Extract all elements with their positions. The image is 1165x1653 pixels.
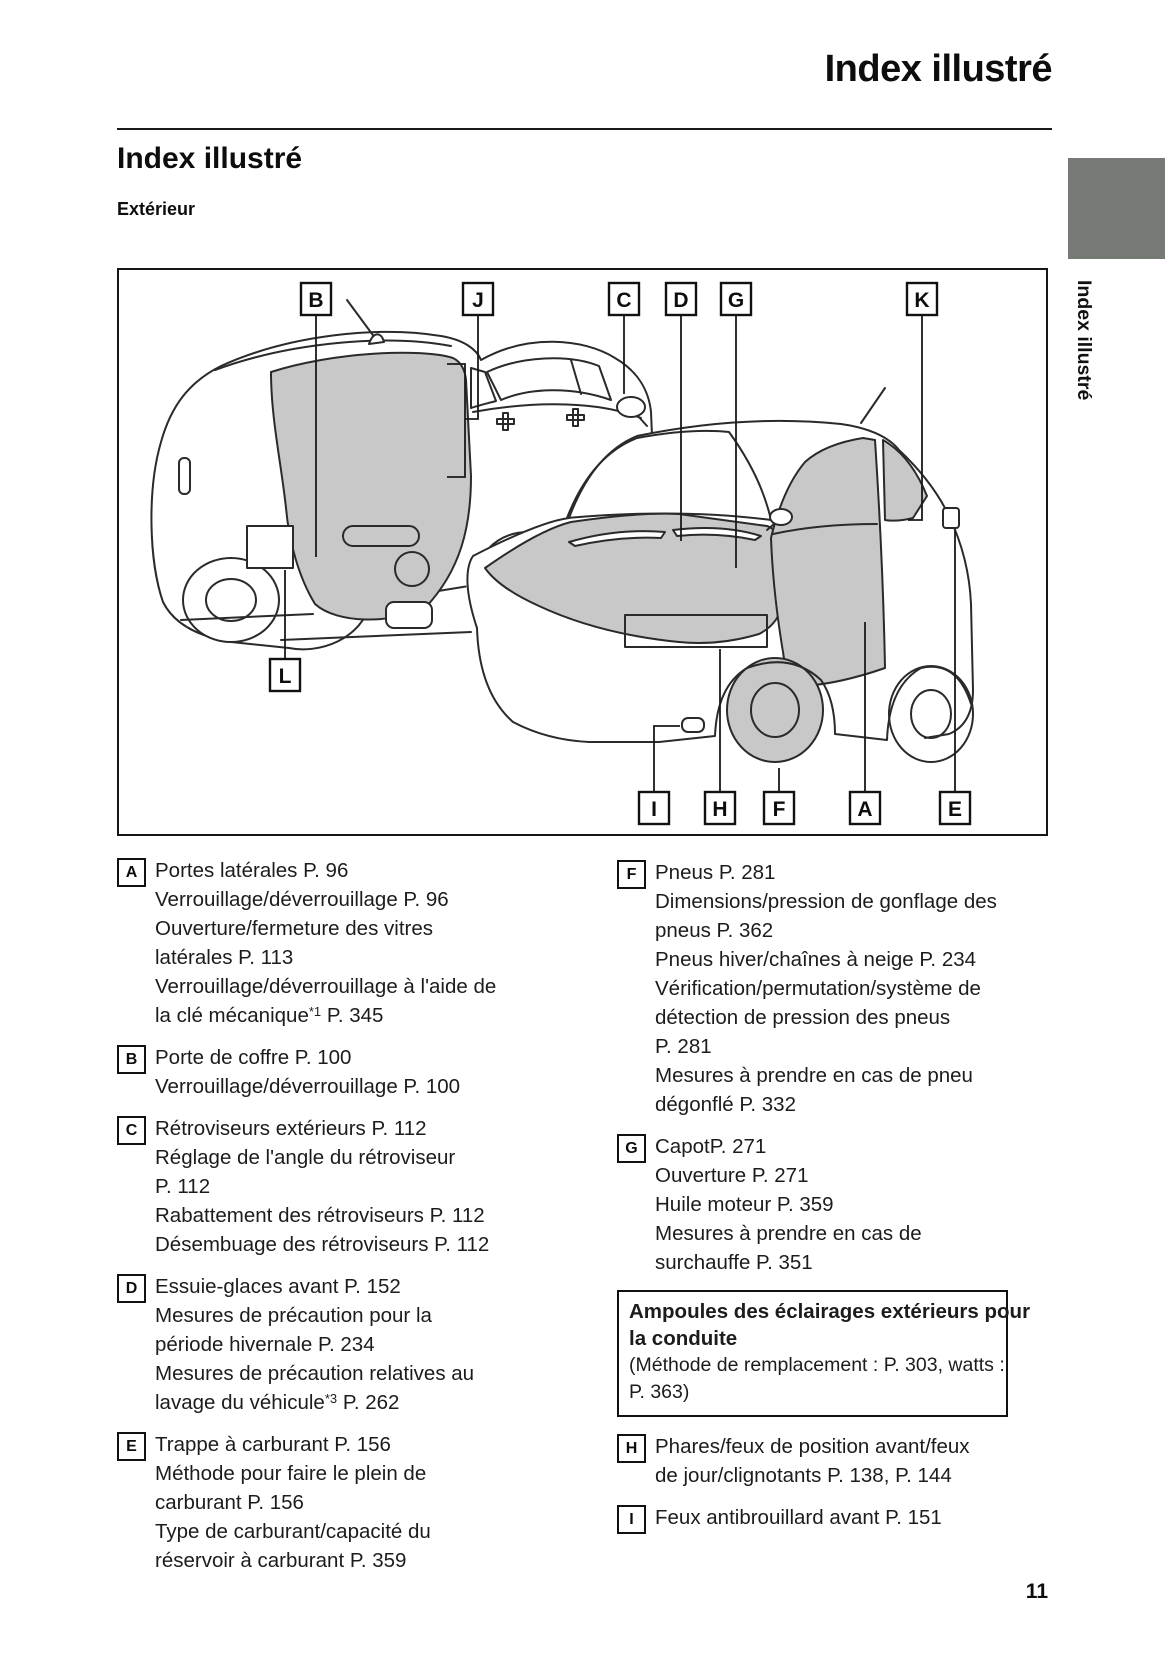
callout-H: H xyxy=(703,790,737,826)
headlight-bracket xyxy=(624,614,768,648)
callout-D: D xyxy=(664,281,698,317)
front-car xyxy=(465,387,974,763)
legend-entry-b: B Porte de coffre P. 100 Verrouillage/dé… xyxy=(117,1043,572,1101)
svg-text:D: D xyxy=(673,289,688,312)
callout-tag-i: I xyxy=(617,1505,646,1534)
legend-lines: Pneus P. 281 Dimensions/pression de gonf… xyxy=(655,861,997,1116)
bulb-box-title: Ampoules des éclairages extérieurs pour … xyxy=(629,1300,1031,1350)
legend-lines: Portes latérales P. 96 Verrouillage/déve… xyxy=(155,859,497,1027)
fuel-door xyxy=(942,507,960,529)
page-title: Index illustré xyxy=(117,142,303,175)
callout-A: A xyxy=(848,790,882,826)
legend-entry-a: A Portes latérales P. 96 Verrouillage/dé… xyxy=(117,856,572,1030)
callout-F: F xyxy=(762,790,796,826)
callout-tag-h: H xyxy=(617,1434,646,1463)
legend-entry-c: C Rétroviseurs extérieurs P. 112 Réglage… xyxy=(117,1114,572,1259)
legend-entry-f: F Pneus P. 281 Dimensions/pression de go… xyxy=(617,858,1048,1119)
legend-lines: Phares/feux de position avant/feux de jo… xyxy=(655,1435,970,1487)
callout-J: J xyxy=(461,281,495,317)
svg-text:K: K xyxy=(914,289,929,312)
svg-text:I: I xyxy=(651,798,657,821)
fog-lamp xyxy=(681,717,705,733)
svg-text:G: G xyxy=(728,289,744,312)
svg-text:L: L xyxy=(279,665,292,688)
callout-K: K xyxy=(905,281,939,317)
chapter-tab xyxy=(1068,158,1165,259)
callout-G: G xyxy=(719,281,753,317)
callout-tag-e: E xyxy=(117,1432,146,1461)
svg-text:E: E xyxy=(948,798,962,821)
callout-C: C xyxy=(607,281,641,317)
car-illustration: B J C D G K L I H F A E xyxy=(150,281,974,826)
front-door-panel xyxy=(770,437,886,687)
running-title: Index illustré xyxy=(824,48,1053,90)
front-wheel xyxy=(726,657,824,763)
callout-tag-g: G xyxy=(617,1134,646,1163)
legend-column-left: A Portes latérales P. 96 Verrouillage/dé… xyxy=(117,856,572,1588)
svg-text:C: C xyxy=(616,289,631,312)
legend-lines: Feux antibrouillard avant P. 151 xyxy=(655,1506,942,1529)
legend-lines: Porte de coffre P. 100 Verrouillage/déve… xyxy=(155,1046,461,1098)
callout-labels: B J C D G K L I H F A E xyxy=(268,281,972,826)
door-mirror xyxy=(616,396,646,418)
title-rule xyxy=(117,128,1052,130)
svg-text:H: H xyxy=(712,798,727,821)
callout-tag-b: B xyxy=(117,1045,146,1074)
bulb-info-box: Ampoules des éclairages extérieurs pour … xyxy=(617,1290,1031,1417)
callout-tag-f: F xyxy=(617,860,646,889)
subsection-title: Extérieur xyxy=(117,199,196,219)
legend-lines: Rétroviseurs extérieurs P. 112 Réglage d… xyxy=(155,1117,490,1256)
callout-tag-d: D xyxy=(117,1274,146,1303)
legend-entry-i: I Feux antibrouillard avant P. 151 xyxy=(617,1503,1048,1534)
svg-text:B: B xyxy=(308,289,323,312)
side-tab-label: Index illustré xyxy=(1073,280,1095,401)
callout-tag-c: C xyxy=(117,1116,146,1145)
callout-tag-a: A xyxy=(117,858,146,887)
legend-entry-h: H Phares/feux de position avant/feux de … xyxy=(617,1432,1048,1490)
exterior-diagram: B J C D G K L I H F A E xyxy=(117,268,1048,836)
legend-column-right: F Pneus P. 281 Dimensions/pression de go… xyxy=(617,858,1048,1547)
footnote-marker: *1 xyxy=(308,1004,322,1019)
callout-L: L xyxy=(268,657,302,693)
legend-entry-d: D Essuie-glaces avant P. 152 Mesures de … xyxy=(117,1272,572,1417)
callout-I: I xyxy=(637,790,671,826)
footnote-marker: *3 xyxy=(324,1391,338,1406)
legend-entry-g: G CapotP. 271 Ouverture P. 271 Huile mot… xyxy=(617,1132,1048,1277)
callout-E: E xyxy=(938,790,972,826)
hood-panel xyxy=(484,512,784,644)
leader-lines xyxy=(284,315,956,792)
svg-text:F: F xyxy=(773,798,786,821)
page-number: 11 xyxy=(1025,1580,1048,1603)
legend-lines: CapotP. 271 Ouverture P. 271 Huile moteu… xyxy=(655,1135,922,1274)
bulb-box-body: (Méthode de remplacement : P. 303, watts… xyxy=(629,1354,1005,1403)
svg-text:J: J xyxy=(472,289,484,312)
legend-entry-e: E Trappe à carburant P. 156 Méthode pour… xyxy=(117,1430,572,1575)
legend-lines: Trappe à carburant P. 156 Méthode pour f… xyxy=(155,1433,431,1572)
callout-B: B xyxy=(299,281,333,317)
svg-text:A: A xyxy=(857,798,872,821)
legend-lines: Essuie-glaces avant P. 152 Mesures de pr… xyxy=(155,1275,475,1414)
